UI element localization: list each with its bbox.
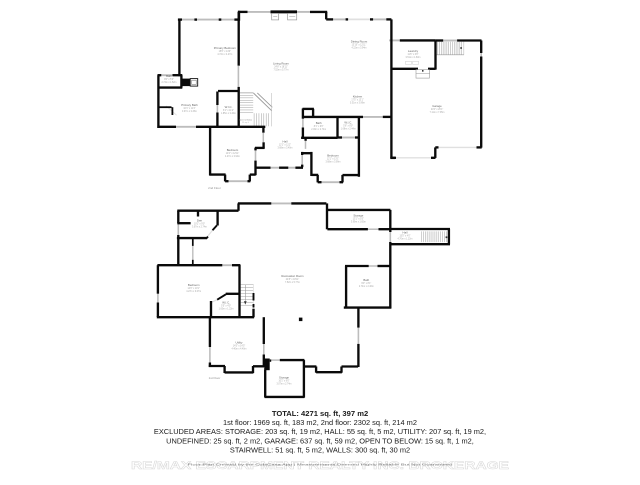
svg-text:Bedroom: Bedroom: [188, 283, 200, 287]
svg-text:15 sq. ft: 15 sq. ft: [242, 121, 249, 124]
svg-text:Recreation Room: Recreation Room: [281, 274, 304, 278]
svg-text:14'0" x 10'1": 14'0" x 10'1": [188, 288, 201, 290]
svg-text:Bedroom: Bedroom: [327, 154, 339, 158]
svg-text:Bath: Bath: [363, 278, 369, 282]
svg-text:1st Floor: 1st Floor: [209, 376, 221, 380]
svg-text:24'8" x 18'11": 24'8" x 18'11": [286, 279, 300, 281]
svg-text:3.07m x 3.45m: 3.07m x 3.45m: [182, 111, 197, 113]
svg-text:24'8" x 18'11": 24'8" x 18'11": [274, 67, 288, 69]
svg-text:2nd Floor: 2nd Floor: [208, 186, 221, 190]
svg-text:23'4" x 26'1": 23'4" x 26'1": [431, 109, 444, 111]
svg-text:10'1" x 11'4": 10'1" x 11'4": [183, 108, 195, 110]
svg-text:Hall: Hall: [403, 231, 408, 235]
svg-text:Storage: Storage: [279, 376, 289, 380]
svg-text:14'5" x 14'5": 14'5" x 14'5": [233, 346, 246, 348]
svg-text:3.07m x 2.74m: 3.07m x 2.74m: [277, 383, 292, 385]
svg-text:3.07m x 2.74m: 3.07m x 2.74m: [192, 226, 207, 228]
svg-text:4.22m x 3.94m: 4.22m x 3.94m: [352, 47, 367, 49]
svg-text:13'1" x 5'5": 13'1" x 5'5": [353, 219, 364, 221]
svg-text:7.52m x 5.77m: 7.52m x 5.77m: [274, 69, 289, 71]
svg-text:W.I.C.: W.I.C.: [225, 105, 233, 109]
svg-text:7.11m x 7.95m: 7.11m x 7.95m: [430, 112, 445, 114]
svg-text:12'1" x 13'1": 12'1" x 13'1": [327, 159, 340, 161]
svg-text:10'1" x 9'0": 10'1" x 9'0": [278, 381, 289, 383]
svg-text:Hall: Hall: [283, 140, 288, 144]
svg-text:5'5" x 4'0": 5'5" x 4'0": [221, 306, 231, 308]
svg-text:RE/MAX ESCARPMENT REALTY INC.: RE/MAX ESCARPMENT REALTY INC. BROKERAGE: [131, 460, 510, 472]
svg-text:12'1" x 11'2": 12'1" x 11'2": [279, 145, 291, 147]
svg-text:4.70m x 1.22m: 4.70m x 1.22m: [398, 238, 413, 240]
svg-text:STAIRWELL: 51 sq. ft, 5 m2, WA: STAIRWELL: 51 sq. ft, 5 m2, WALLS: 300 s…: [230, 445, 410, 454]
svg-text:Garage: Garage: [432, 104, 442, 108]
svg-text:5.31m x 3.99m: 5.31m x 3.99m: [350, 102, 365, 104]
svg-text:3.68m x 3.40m: 3.68m x 3.40m: [278, 147, 293, 149]
svg-text:1.85m x 3.40m: 1.85m x 3.40m: [221, 113, 236, 115]
svg-text:Dining Room: Dining Room: [351, 40, 368, 44]
svg-text:3.51m x 1.83m: 3.51m x 1.83m: [406, 57, 421, 59]
svg-text:5'6" x 8'0": 5'6" x 8'0": [343, 126, 353, 128]
svg-text:4.40m x 4.40m: 4.40m x 4.40m: [232, 348, 247, 350]
svg-text:TOTAL: 4271 sq. ft, 397 m2: TOTAL: 4271 sq. ft, 397 m2: [272, 409, 368, 418]
svg-text:4.72m x 4.27m: 4.72m x 4.27m: [217, 54, 232, 56]
svg-text:1st floor: 1969 sq. ft, 183 m2: 1st floor: 1969 sq. ft, 183 m2, 2nd floo…: [223, 418, 417, 427]
svg-text:Bedroom: Bedroom: [227, 148, 239, 152]
svg-text:Storage: Storage: [353, 214, 363, 218]
svg-text:11'6" x 6'0": 11'6" x 6'0": [408, 54, 419, 56]
svg-text:Kitchen: Kitchen: [353, 95, 363, 99]
svg-text:Bath: Bath: [166, 74, 172, 78]
svg-text:6'1" x 11'2": 6'1" x 11'2": [223, 110, 234, 112]
svg-text:Bath: Bath: [316, 121, 322, 125]
svg-text:14'0" x 12'11": 14'0" x 12'11": [226, 153, 240, 155]
svg-text:Living Room: Living Room: [273, 62, 289, 66]
svg-text:Laundry: Laundry: [408, 49, 419, 53]
svg-text:9'0" x 5'0": 9'0" x 5'0": [164, 79, 174, 81]
svg-text:15'5" x 4'0": 15'5" x 4'0": [399, 236, 410, 238]
svg-text:EXCLUDED AREAS: STORAGE: 203 s: EXCLUDED AREAS: STORAGE: 203 sq. ft, 19 …: [154, 427, 486, 436]
svg-text:13'10" x 12'11": 13'10" x 12'11": [352, 45, 367, 47]
svg-text:Primary Bedroom: Primary Bedroom: [214, 46, 237, 50]
svg-text:2.74m x 1.52m: 2.74m x 1.52m: [162, 82, 177, 84]
svg-text:10'1" x 9'0": 10'1" x 9'0": [194, 224, 205, 226]
svg-text:2.74m x 2.46m: 2.74m x 2.46m: [359, 286, 374, 288]
svg-text:7.52m x 5.77m: 7.52m x 5.77m: [285, 282, 300, 284]
svg-text:W.I.C.: W.I.C.: [222, 301, 230, 305]
svg-text:Primary Bath: Primary Bath: [181, 103, 198, 107]
svg-text:4.27m x 3.07m: 4.27m x 3.07m: [186, 291, 201, 293]
svg-text:17'5" x 13'1": 17'5" x 13'1": [351, 100, 364, 102]
svg-text:15'6" x 14'0": 15'6" x 14'0": [219, 51, 232, 53]
svg-text:W.I.C.: W.I.C.: [344, 121, 352, 125]
svg-text:1.65m x 1.22m: 1.65m x 1.22m: [219, 308, 234, 310]
svg-text:Floor Plan Created by the Cubi: Floor Plan Created by the CubiCasa App |…: [188, 463, 454, 467]
svg-text:3.68m x 3.99m: 3.68m x 3.99m: [326, 161, 341, 163]
svg-text:Den: Den: [197, 219, 203, 223]
svg-text:9'0" x 8'1": 9'0" x 8'1": [361, 283, 371, 285]
svg-text:3.99m x 1.65m: 3.99m x 1.65m: [351, 221, 366, 223]
svg-text:Open to Below: Open to Below: [239, 119, 253, 122]
svg-text:Utility: Utility: [236, 341, 244, 345]
svg-text:8'1" x 9'0": 8'1" x 9'0": [314, 126, 324, 128]
svg-text:UNDEFINED: 25 sq. ft, 2 m2, GA: UNDEFINED: 25 sq. ft, 2 m2, GARAGE: 637 …: [166, 436, 474, 445]
svg-text:2.46m x 2.74m: 2.46m x 2.74m: [311, 129, 326, 131]
svg-text:4.27m x 3.94m: 4.27m x 3.94m: [225, 156, 240, 158]
svg-text:1.68m x 2.44m: 1.68m x 2.44m: [341, 128, 356, 130]
